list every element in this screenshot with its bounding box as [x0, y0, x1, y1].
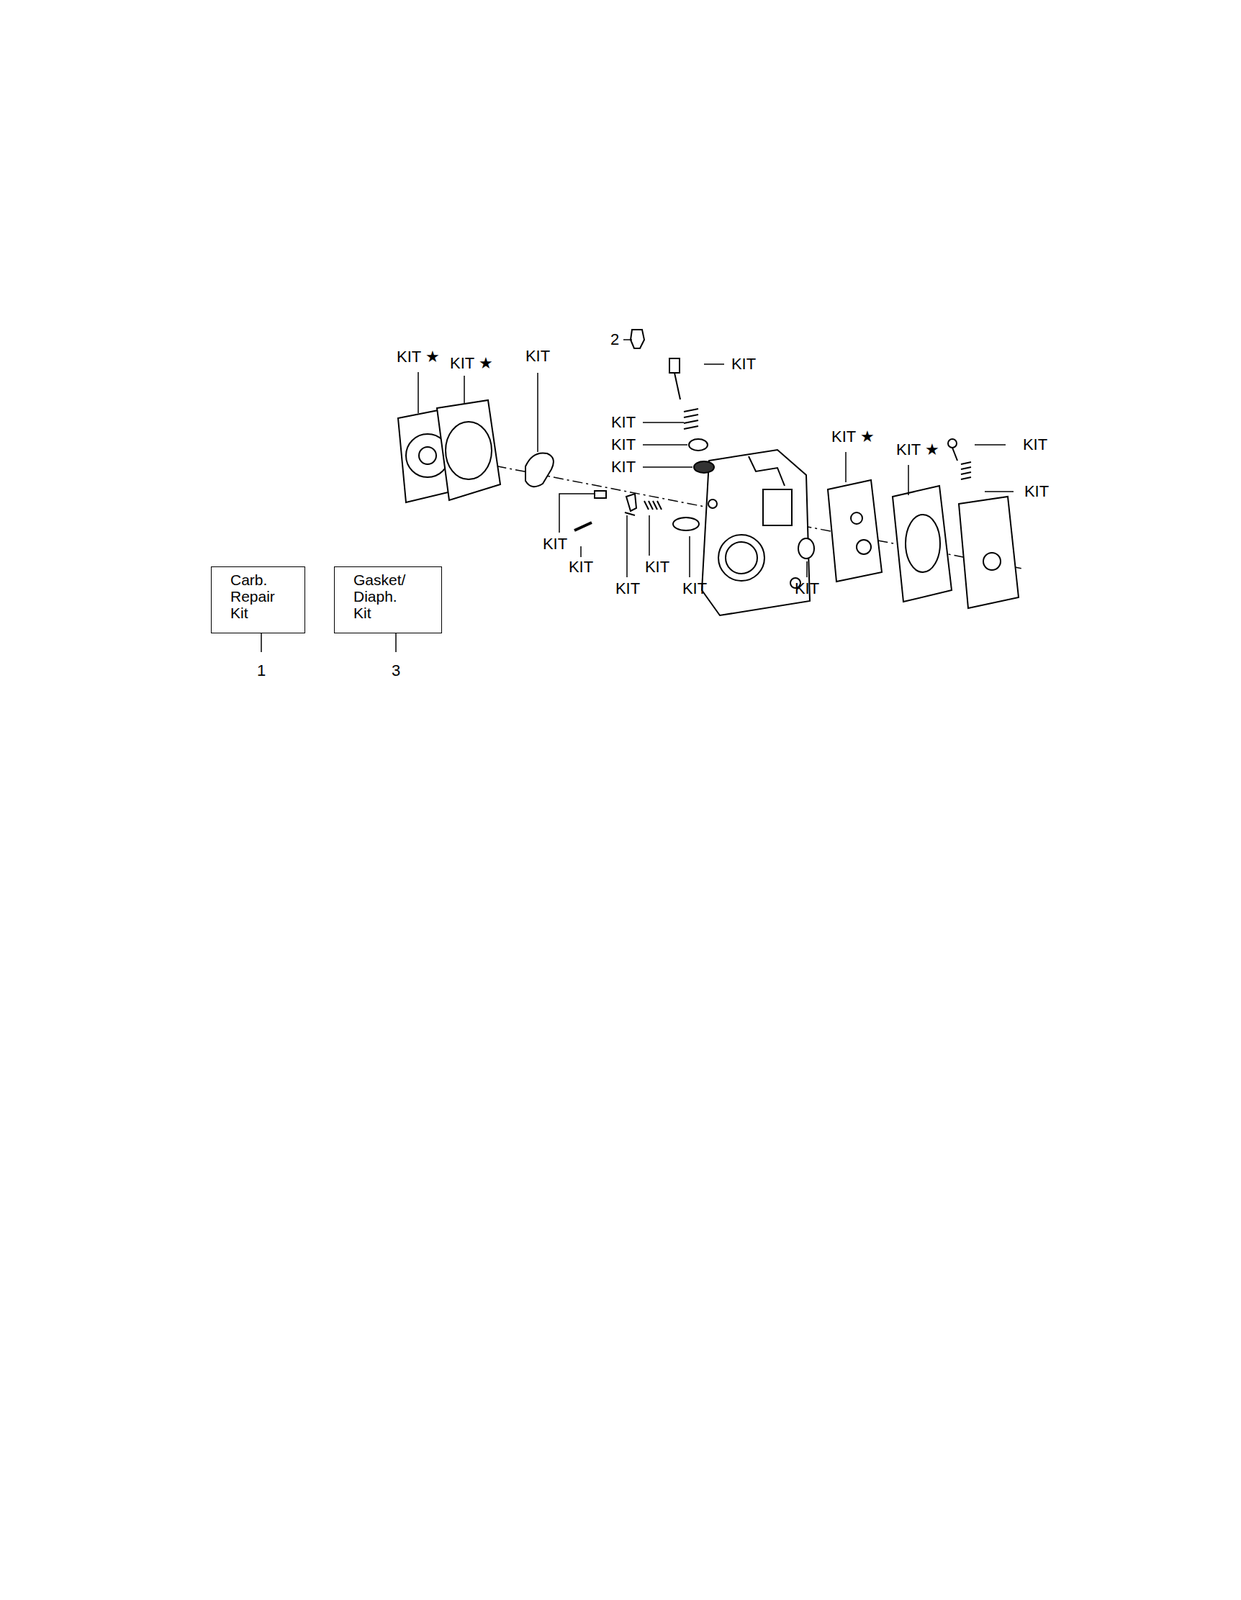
kit-label: KIT ★	[396, 348, 440, 366]
leader-line	[559, 493, 594, 533]
kit-label: KIT	[1022, 436, 1048, 454]
kit-label: KIT	[794, 580, 820, 598]
check-valve	[525, 452, 554, 487]
metering-diaphragm	[892, 485, 952, 602]
screw-head	[948, 439, 957, 448]
kit-label: KIT ★	[831, 428, 875, 446]
leader-line	[623, 339, 633, 341]
spring	[644, 501, 662, 510]
gasket-hole	[856, 539, 872, 555]
pin	[574, 522, 592, 531]
kit-box: Carb. Repair Kit	[210, 566, 306, 634]
screw-shaft	[952, 447, 958, 461]
kit-label: KIT	[611, 413, 636, 432]
gasket-opening	[445, 421, 492, 480]
kit-label: KIT ★	[896, 441, 940, 459]
callout-number: 2	[610, 331, 620, 349]
cover-boss	[983, 552, 1001, 571]
leader-line	[417, 372, 419, 414]
diaphragm-disc	[905, 514, 941, 573]
kit-label: KIT ★	[449, 354, 494, 373]
cover-plate	[958, 496, 1019, 609]
spring	[683, 408, 699, 430]
callout-number: 3	[391, 662, 401, 680]
pump-gasket	[436, 400, 501, 501]
spring	[960, 462, 972, 480]
plug	[798, 538, 815, 559]
kit-label: KIT	[1024, 483, 1049, 501]
leader-line	[974, 444, 1006, 446]
gasket-hole	[850, 512, 863, 525]
screw	[594, 490, 607, 499]
needle-shaft	[674, 372, 681, 400]
leader-line	[463, 375, 466, 404]
seal	[688, 439, 708, 451]
kit-label: KIT	[525, 347, 550, 365]
box-text: Gasket/ Diaph. Kit	[334, 567, 414, 622]
body-hole	[708, 499, 717, 509]
kit-label: KIT	[682, 580, 707, 598]
ring	[673, 517, 699, 531]
kit-label: KIT	[568, 558, 594, 576]
metering-gasket	[827, 480, 882, 582]
leader-line	[626, 515, 628, 578]
body-detail	[763, 489, 792, 526]
washer	[693, 461, 715, 473]
metering-lever	[624, 493, 637, 516]
carburetor-body	[701, 449, 810, 616]
leader-line	[806, 561, 808, 578]
kit-label: KIT	[615, 580, 640, 598]
leader-line	[907, 465, 910, 496]
kit-label: KIT	[731, 355, 756, 373]
kit-label: KIT	[542, 535, 568, 553]
leader-line	[704, 363, 725, 365]
kit-label: KIT	[644, 558, 670, 576]
leader-line	[845, 452, 847, 483]
leader-lines	[261, 339, 1014, 653]
body-detail	[748, 456, 785, 486]
leader-line	[642, 421, 684, 424]
leader-line	[580, 546, 582, 558]
leader-line	[984, 490, 1014, 493]
lever-part	[630, 329, 645, 349]
leader-line	[260, 633, 263, 653]
leader-line	[642, 444, 688, 446]
kit-box: Gasket/ Diaph. Kit	[334, 566, 442, 634]
needle-head	[669, 358, 680, 373]
leader-line	[642, 466, 693, 468]
throat	[718, 534, 765, 581]
throat-inner	[725, 542, 758, 574]
leader-line	[395, 633, 397, 653]
leader-line	[648, 515, 651, 556]
callout-number: 1	[256, 662, 266, 680]
kit-label: KIT	[611, 436, 636, 454]
leader-line	[688, 536, 691, 578]
leader-line	[536, 372, 539, 453]
box-text: Carb. Repair Kit	[211, 567, 291, 622]
diaphragm-center	[418, 447, 437, 465]
kit-label: KIT	[611, 458, 636, 476]
